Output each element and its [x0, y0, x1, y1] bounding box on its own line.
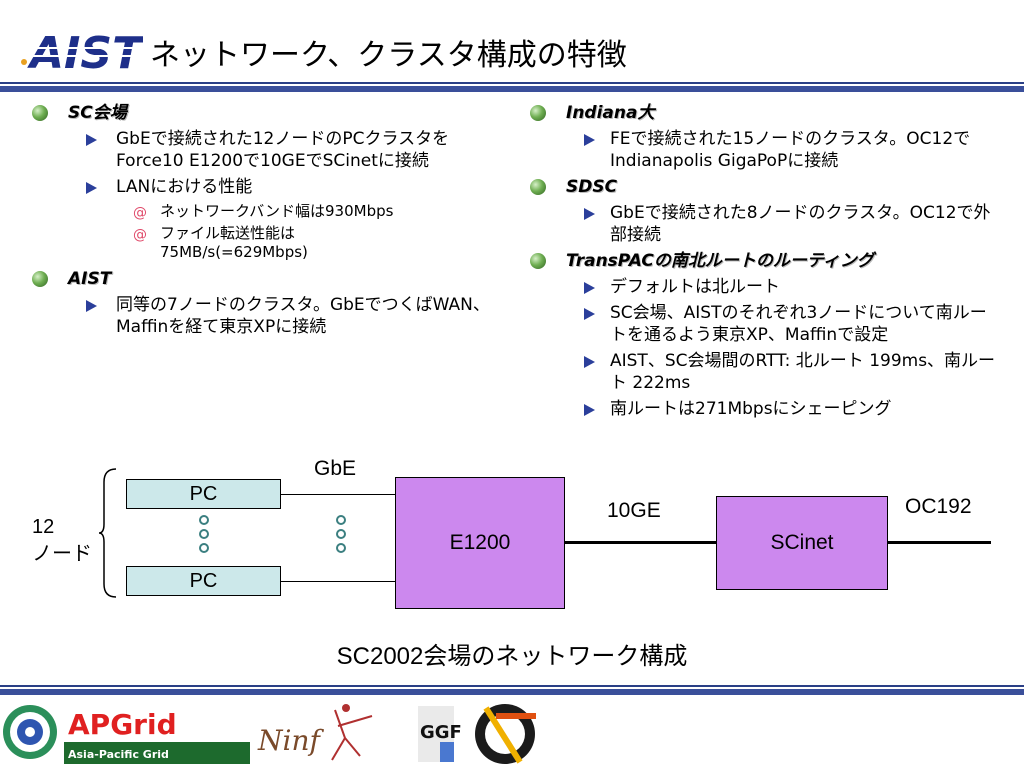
nodes-unit: ノード	[32, 543, 92, 565]
nodes-label: 12 ノード	[32, 514, 92, 568]
arrow-bullet-icon	[584, 356, 595, 368]
bullet-ball-icon	[32, 271, 48, 287]
heading-aist: AIST	[68, 269, 112, 289]
bullet-heading-sdsc: SDSC	[528, 176, 998, 198]
arrow-bullet-icon	[86, 182, 97, 194]
list-item: FEで接続された15ノードのクラスタ。OC12でIndianapolis Gig…	[528, 128, 998, 172]
diagram-caption: SC2002会場のネットワーク構成	[336, 643, 688, 670]
grid-globe-logo	[475, 704, 536, 764]
sc-sub-transfer: ファイル転送性能は75MB/s(=629Mbps)	[160, 224, 308, 261]
10ge-link	[565, 541, 716, 544]
pc-node-top: PC	[126, 479, 281, 509]
list-item: 南ルートは271Mbpsにシェーピング	[528, 398, 998, 420]
bullet-ball-icon	[530, 179, 546, 195]
apgrid-subtitle: Asia-Pacific Grid	[68, 748, 169, 761]
list-item: デフォルトは北ルート	[528, 276, 998, 298]
bullet-heading-sc: SC会場	[30, 102, 500, 124]
arrow-bullet-icon	[584, 308, 595, 320]
oc192-label: OC192	[905, 495, 972, 518]
sc-sub-bandwidth: ネットワークバンド幅は930Mbps	[160, 202, 394, 220]
ggf-logo: GGF	[418, 706, 462, 762]
footer-logos: APGrid Asia-Pacific Grid Ninf GGF	[3, 704, 536, 764]
arrow-bullet-icon	[86, 300, 97, 312]
ellipsis-dots-links	[336, 515, 348, 557]
transpac-item-shaping: 南ルートは271Mbpsにシェーピング	[610, 399, 892, 419]
sdsc-item: GbEで接続された8ノードのクラスタ。OC12で外部接続	[610, 203, 991, 245]
transpac-item-rtt: AIST、SC会場間のRTT: 北ルート 199ms、南ルート 222ms	[610, 351, 996, 393]
heading-transpac: TransPACの南北ルートのルーティング	[566, 251, 874, 271]
ninf-logo: Ninf	[257, 704, 373, 761]
list-item: AIST、SC会場間のRTT: 北ルート 199ms、南ルート 222ms	[528, 350, 998, 394]
arrow-bullet-icon	[584, 404, 595, 416]
swirl-bullet-icon: @	[133, 205, 147, 221]
transpac-item-default: デフォルトは北ルート	[610, 277, 780, 297]
swirl-bullet-icon: @	[133, 227, 147, 243]
e1200-switch: E1200	[395, 477, 565, 609]
list-item: SC会場、AISTのそれぞれ3ノードについて南ルートを通るよう東京XP、Maff…	[528, 302, 998, 346]
apgrid-logo-text: APGrid	[68, 708, 177, 741]
heading-indiana: Indiana大	[566, 103, 655, 123]
sc-item-cluster: GbEで接続された12ノードのPCクラスタをForce10 E1200で10GE…	[116, 129, 450, 171]
oc192-link	[888, 541, 991, 544]
10ge-label: 10GE	[607, 499, 661, 522]
scinet-box: SCinet	[716, 496, 888, 590]
arrow-bullet-icon	[86, 134, 97, 146]
bullet-heading-aist: AIST	[30, 268, 500, 290]
sc-item-lan: LANにおける性能	[116, 177, 253, 197]
arrow-bullet-icon	[584, 208, 595, 220]
apgrid-logo: APGrid Asia-Pacific Grid	[64, 708, 250, 764]
footer-rule-bar	[0, 689, 1024, 695]
sub-list-item: @ ファイル転送性能は75MB/s(=629Mbps)	[30, 224, 330, 262]
sub-list-item: @ ネットワークバンド幅は930Mbps	[30, 202, 500, 221]
aist-logo: AIST	[21, 28, 143, 74]
left-column: SC会場 GbEで接続された12ノードのPCクラスタをForce10 E1200…	[30, 102, 500, 342]
nodes-count: 12	[32, 516, 55, 538]
aist-item-cluster: 同等の7ノードのクラスタ。GbEでつくばWAN、Maffinを経て東京XPに接続	[116, 295, 490, 337]
arrow-bullet-icon	[584, 134, 595, 146]
heading-sc: SC会場	[68, 103, 127, 123]
nodes-brace	[98, 468, 117, 598]
header-rule-bar	[0, 86, 1024, 92]
right-column: Indiana大 FEで接続された15ノードのクラスタ。OC12でIndiana…	[528, 102, 998, 424]
arrow-bullet-icon	[584, 282, 595, 294]
heading-sdsc: SDSC	[566, 177, 618, 197]
gbe-link-top	[281, 494, 395, 495]
gbe-label: GbE	[314, 457, 357, 480]
apgrid-emblem-icon	[3, 705, 57, 759]
bullet-ball-icon	[530, 253, 546, 269]
bullet-heading-indiana: Indiana大	[528, 102, 998, 124]
aist-logo-text: AIST	[27, 28, 143, 74]
pc-node-bottom: PC	[126, 566, 281, 596]
list-item: 同等の7ノードのクラスタ。GbEでつくばWAN、Maffinを経て東京XPに接続	[30, 294, 500, 338]
bullet-ball-icon	[32, 105, 48, 121]
transpac-item-south: SC会場、AISTのそれぞれ3ノードについて南ルートを通るよう東京XP、Maff…	[610, 303, 987, 345]
ggf-logo-text: GGF	[420, 722, 462, 743]
page-title: ネットワーク、クラスタ構成の特徴	[150, 38, 627, 73]
gbe-link-bottom	[281, 581, 395, 582]
bullet-heading-transpac: TransPACの南北ルートのルーティング	[528, 250, 998, 272]
list-item: LANにおける性能	[30, 176, 500, 198]
header-rule	[0, 82, 1024, 84]
list-item: GbEで接続された12ノードのPCクラスタをForce10 E1200で10GE…	[30, 128, 500, 172]
list-item: GbEで接続された8ノードのクラスタ。OC12で外部接続	[528, 202, 998, 246]
footer-rule	[0, 685, 1024, 687]
bullet-ball-icon	[530, 105, 546, 121]
ninf-logo-text: Ninf	[257, 724, 324, 757]
ellipsis-dots-pc	[199, 515, 211, 557]
indiana-item: FEで接続された15ノードのクラスタ。OC12でIndianapolis Gig…	[610, 129, 971, 171]
